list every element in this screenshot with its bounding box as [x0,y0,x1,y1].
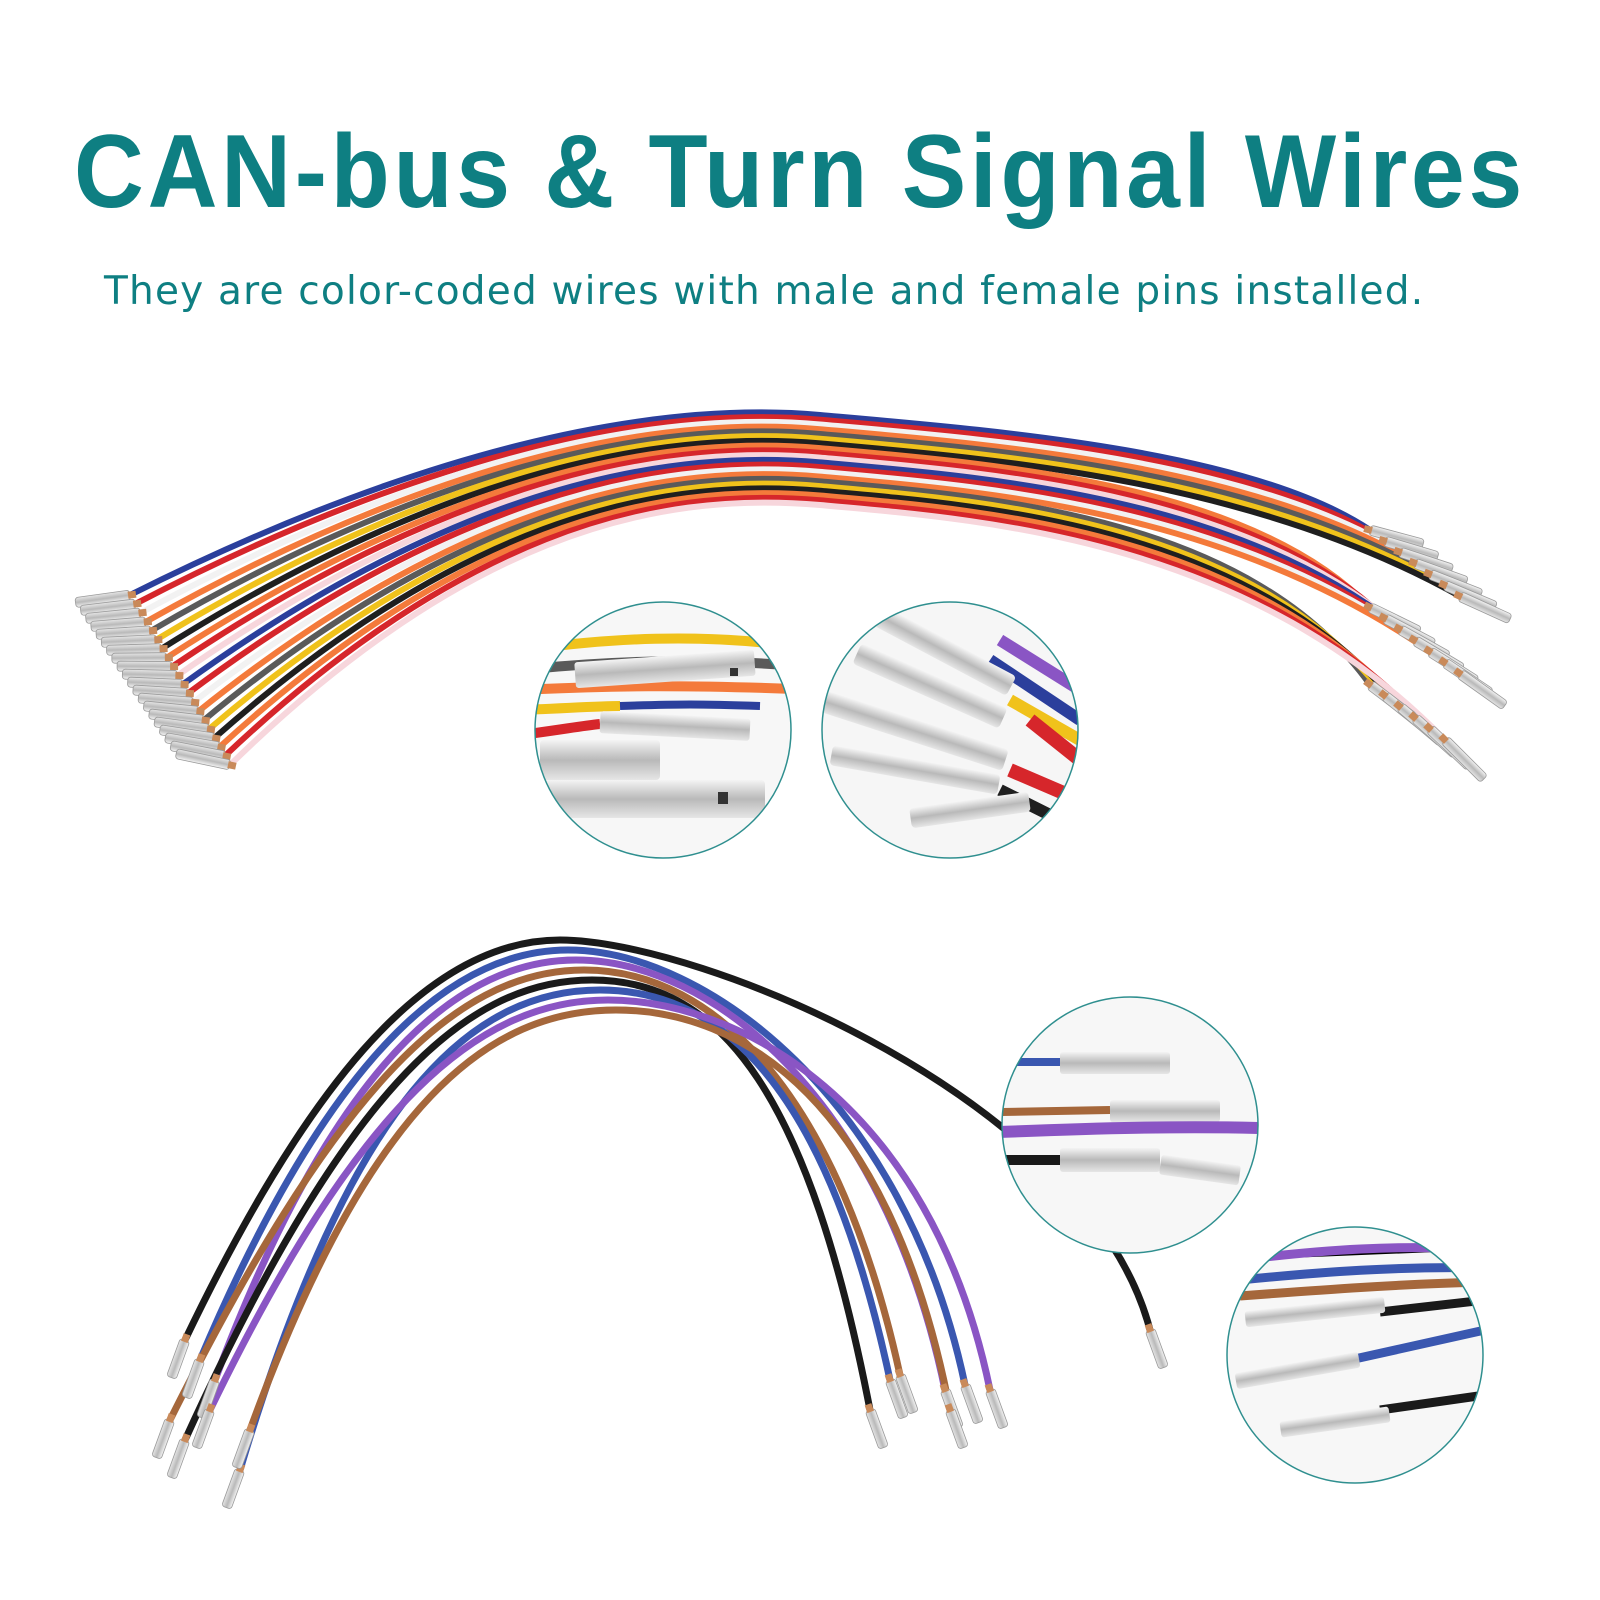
closeup-turn-signal-male-pins-circle [1226,1226,1484,1484]
metal-pin [167,1333,191,1379]
wire [158,437,1463,652]
turn-signal-pins [152,1323,1168,1509]
metal-pin [80,598,142,616]
metal-pin [85,607,147,624]
wire [200,475,1373,724]
wire [195,471,1463,715]
wire [127,409,1373,598]
metal-pin [175,748,237,770]
metal-pin [152,1413,176,1459]
wire [205,480,1388,733]
metal-pin [167,1433,191,1479]
wire [169,447,1388,670]
metal-pin [884,1373,908,1419]
wire [181,976,874,1444]
wire [137,418,1403,616]
wire [236,986,894,1474]
metal-pin [1453,667,1507,709]
metal-pin [894,1368,918,1414]
wire [163,442,1373,661]
wire [190,466,1448,706]
wire [206,996,994,1414]
wire [221,494,1433,760]
closeup-turn-signal-female-pins-circle [1001,996,1259,1254]
wire [216,490,1418,751]
wire [148,428,1433,634]
can-bus-pins [74,525,1512,782]
metal-pin [182,1353,206,1399]
metal-pin [1144,1323,1168,1369]
page-subtitle: They are color-coded wires with male and… [104,269,1425,314]
closeup-crimped-pins-circle [821,601,1079,859]
wire [153,433,1448,643]
page-title: CAN-bus & Turn Signal Wires [74,114,1526,230]
can-bus-wire-bundle [127,409,1463,768]
closeup-female-pins-circle [534,601,792,859]
wire [184,461,1433,697]
metal-pin [864,1403,888,1449]
metal-pin [111,652,173,664]
metal-pin [1438,733,1487,782]
wire [142,423,1418,625]
wire [227,499,1448,768]
metal-pin [222,1463,246,1509]
metal-pin [153,716,216,735]
wire [179,456,1418,688]
wire [132,414,1388,607]
wire [174,452,1403,679]
wire [246,1006,954,1434]
metal-pin [232,1423,256,1469]
wire [196,946,969,1389]
wire [211,485,1403,742]
metal-pin [1453,590,1512,624]
metal-pin [984,1383,1008,1429]
metal-pin [959,1378,983,1424]
metal-pin [197,1373,221,1419]
turn-signal-wire-bundle [166,936,1154,1474]
metal-pin [192,1403,216,1449]
wire [166,966,904,1424]
metal-pin [74,590,137,608]
metal-pin [944,1403,968,1449]
